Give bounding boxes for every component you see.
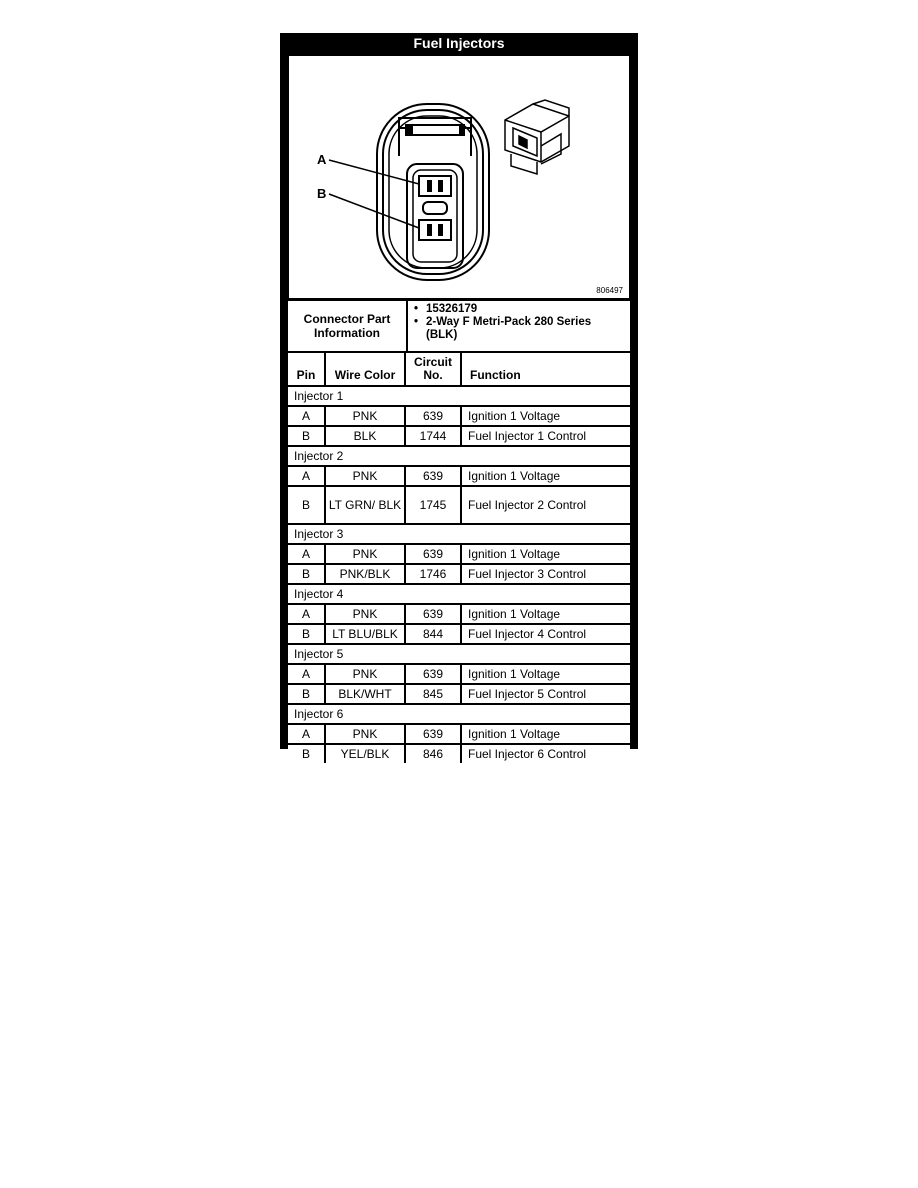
function-cell: Ignition 1 Voltage bbox=[468, 607, 561, 621]
connector-drawing bbox=[328, 99, 570, 281]
pin-cell: A bbox=[288, 407, 326, 425]
pin-cell: A bbox=[288, 725, 326, 743]
sheet-title: Fuel Injectors bbox=[413, 35, 505, 51]
injector-group-header: Injector 1 bbox=[288, 387, 630, 405]
pin-cell: B bbox=[288, 427, 326, 445]
pin-cell: A bbox=[288, 665, 326, 683]
wire-color-cell: PNK/BLK bbox=[326, 565, 406, 583]
injector-group-header: Injector 2 bbox=[288, 447, 630, 465]
connector-diagram: A B 806497 bbox=[288, 55, 630, 299]
function-cell: Ignition 1 Voltage bbox=[468, 409, 561, 423]
pin-a-label: A bbox=[317, 152, 327, 167]
pin-cell: A bbox=[288, 605, 326, 623]
connector-sheet: Fuel Injectors bbox=[280, 33, 638, 763]
circuit-cell: 1745 bbox=[406, 487, 462, 523]
function-cell: Fuel Injector 3 Control bbox=[468, 567, 587, 581]
pin-cell: B bbox=[288, 745, 326, 763]
function-cell: Fuel Injector 5 Control bbox=[468, 687, 587, 701]
connector-info-list: •15326179 •2-Way F Metri-Pack 280 Series… bbox=[408, 301, 630, 351]
function-cell: Ignition 1 Voltage bbox=[468, 547, 561, 561]
wire-color-cell: YEL/BLK bbox=[326, 745, 406, 763]
function-cell: Ignition 1 Voltage bbox=[468, 667, 561, 681]
col-pin: Pin bbox=[288, 353, 326, 385]
circuit-cell: 639 bbox=[406, 545, 462, 563]
injector-group-header: Injector 3 bbox=[288, 525, 630, 543]
pin-cell: B bbox=[288, 685, 326, 703]
circuit-cell: 845 bbox=[406, 685, 462, 703]
circuit-cell: 639 bbox=[406, 725, 462, 743]
pin-cell: B bbox=[288, 625, 326, 643]
circuit-cell: 639 bbox=[406, 407, 462, 425]
injector-group-header: Injector 6 bbox=[288, 705, 630, 723]
pin-cell: A bbox=[288, 467, 326, 485]
circuit-cell: 844 bbox=[406, 625, 462, 643]
connector-info-item: •2-Way F Metri-Pack 280 Series (BLK) bbox=[414, 316, 592, 341]
connector-info: Connector Part Information •15326179 •2-… bbox=[288, 301, 630, 351]
circuit-cell: 639 bbox=[406, 467, 462, 485]
circuit-cell: 1744 bbox=[406, 427, 462, 445]
connector-info-label: Connector Part Information bbox=[288, 301, 408, 351]
function-cell: Ignition 1 Voltage bbox=[468, 727, 561, 741]
wire-color-cell: BLK/WHT bbox=[326, 685, 406, 703]
pin-cell: A bbox=[288, 545, 326, 563]
wire-color-cell: LT BLU/BLK bbox=[326, 625, 406, 643]
wire-color-cell: PNK bbox=[326, 467, 406, 485]
injector-group-header: Injector 5 bbox=[288, 645, 630, 663]
circuit-cell: 639 bbox=[406, 665, 462, 683]
pin-b-label: B bbox=[317, 186, 327, 201]
figure-id: 806497 bbox=[596, 286, 623, 295]
table-header: Pin Wire Color Circuit No. Function bbox=[288, 353, 630, 385]
function-cell: Fuel Injector 6 Control bbox=[468, 747, 587, 761]
wire-color-cell: PNK bbox=[326, 605, 406, 623]
pin-cell: B bbox=[288, 487, 326, 523]
function-cell: Fuel Injector 1 Control bbox=[468, 429, 587, 443]
wire-color-cell: PNK bbox=[326, 665, 406, 683]
wire-color-cell: PNK bbox=[326, 725, 406, 743]
col-circuit: Circuit No. bbox=[406, 353, 462, 385]
function-cell: Fuel Injector 2 Control bbox=[468, 498, 587, 512]
wire-color-cell: LT GRN/ BLK bbox=[326, 487, 406, 523]
circuit-cell: 639 bbox=[406, 605, 462, 623]
wire-color-cell: PNK bbox=[326, 545, 406, 563]
circuit-cell: 846 bbox=[406, 745, 462, 763]
col-wire-color: Wire Color bbox=[326, 353, 406, 385]
circuit-cell: 1746 bbox=[406, 565, 462, 583]
connector-info-item: •15326179 bbox=[414, 303, 478, 315]
function-cell: Fuel Injector 4 Control bbox=[468, 627, 587, 641]
wire-color-cell: PNK bbox=[326, 407, 406, 425]
function-cell: Ignition 1 Voltage bbox=[468, 469, 561, 483]
pin-cell: B bbox=[288, 565, 326, 583]
col-function: Function bbox=[470, 368, 521, 382]
wire-color-cell: BLK bbox=[326, 427, 406, 445]
injector-group-header: Injector 4 bbox=[288, 585, 630, 603]
